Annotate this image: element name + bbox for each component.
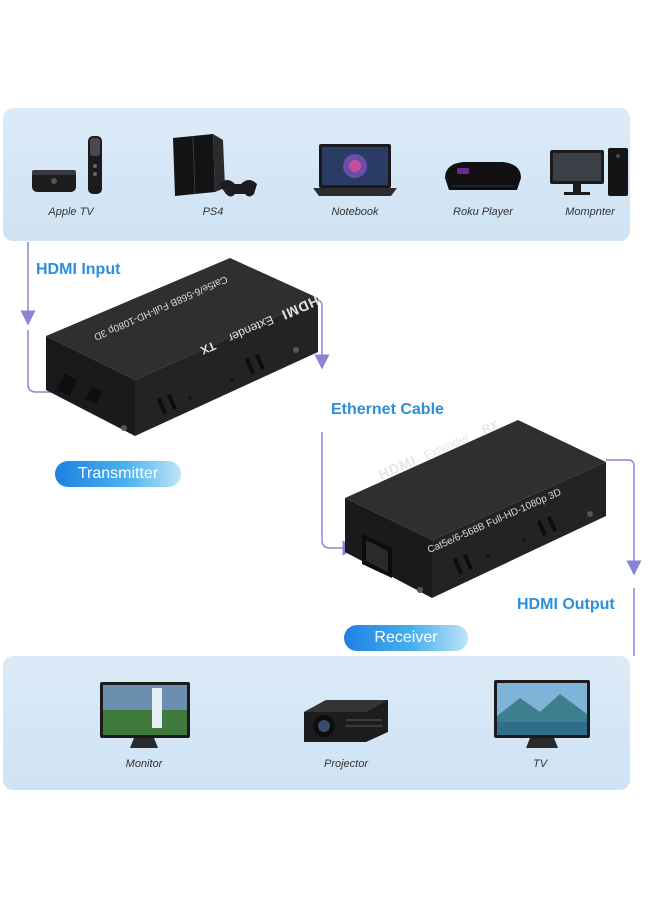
ethernet-cable-label: Ethernet Cable xyxy=(331,401,444,418)
source-devices-panel xyxy=(3,108,630,241)
desktop-computer-icon xyxy=(550,148,628,196)
source-ps4: PS4 xyxy=(163,128,263,218)
source-apple-tv: Apple TV xyxy=(21,128,121,218)
display-monitor: Monitor xyxy=(94,676,194,770)
receiver-badge: Receiver xyxy=(344,625,468,651)
ethernet-cable-line-2 xyxy=(321,432,358,556)
source-label: Apple TV xyxy=(48,206,94,218)
source-label: PS4 xyxy=(202,206,224,218)
display-tv: TV xyxy=(490,676,590,770)
hdmi-output-line xyxy=(606,459,642,576)
source-label: Roku Player xyxy=(453,206,513,218)
source-computer: Mompnter xyxy=(540,128,640,218)
notebook-laptop-icon xyxy=(313,144,397,196)
display-projector: Projector xyxy=(296,676,396,770)
hdmi-input-feed-line xyxy=(27,330,58,393)
projector-icon xyxy=(304,700,388,742)
tv-icon xyxy=(494,680,590,748)
source-notebook: Notebook xyxy=(305,128,405,218)
hdmi-output-label: HDMI Output xyxy=(517,596,615,613)
display-label: Monitor xyxy=(125,758,163,770)
roku-player-icon xyxy=(445,162,521,190)
source-roku-player: Roku Player xyxy=(433,128,533,218)
ps4-console-icon xyxy=(173,134,257,197)
hdmi-input-label: HDMI Input xyxy=(36,261,121,278)
display-label: TV xyxy=(532,758,548,770)
apple-tv-icon xyxy=(32,136,102,194)
source-label: Mompnter xyxy=(565,206,615,218)
monitor-icon xyxy=(100,682,190,748)
display-label: Projector xyxy=(323,758,369,770)
transmitter-badge: Transmitter xyxy=(55,461,181,487)
source-label: Notebook xyxy=(331,206,379,218)
